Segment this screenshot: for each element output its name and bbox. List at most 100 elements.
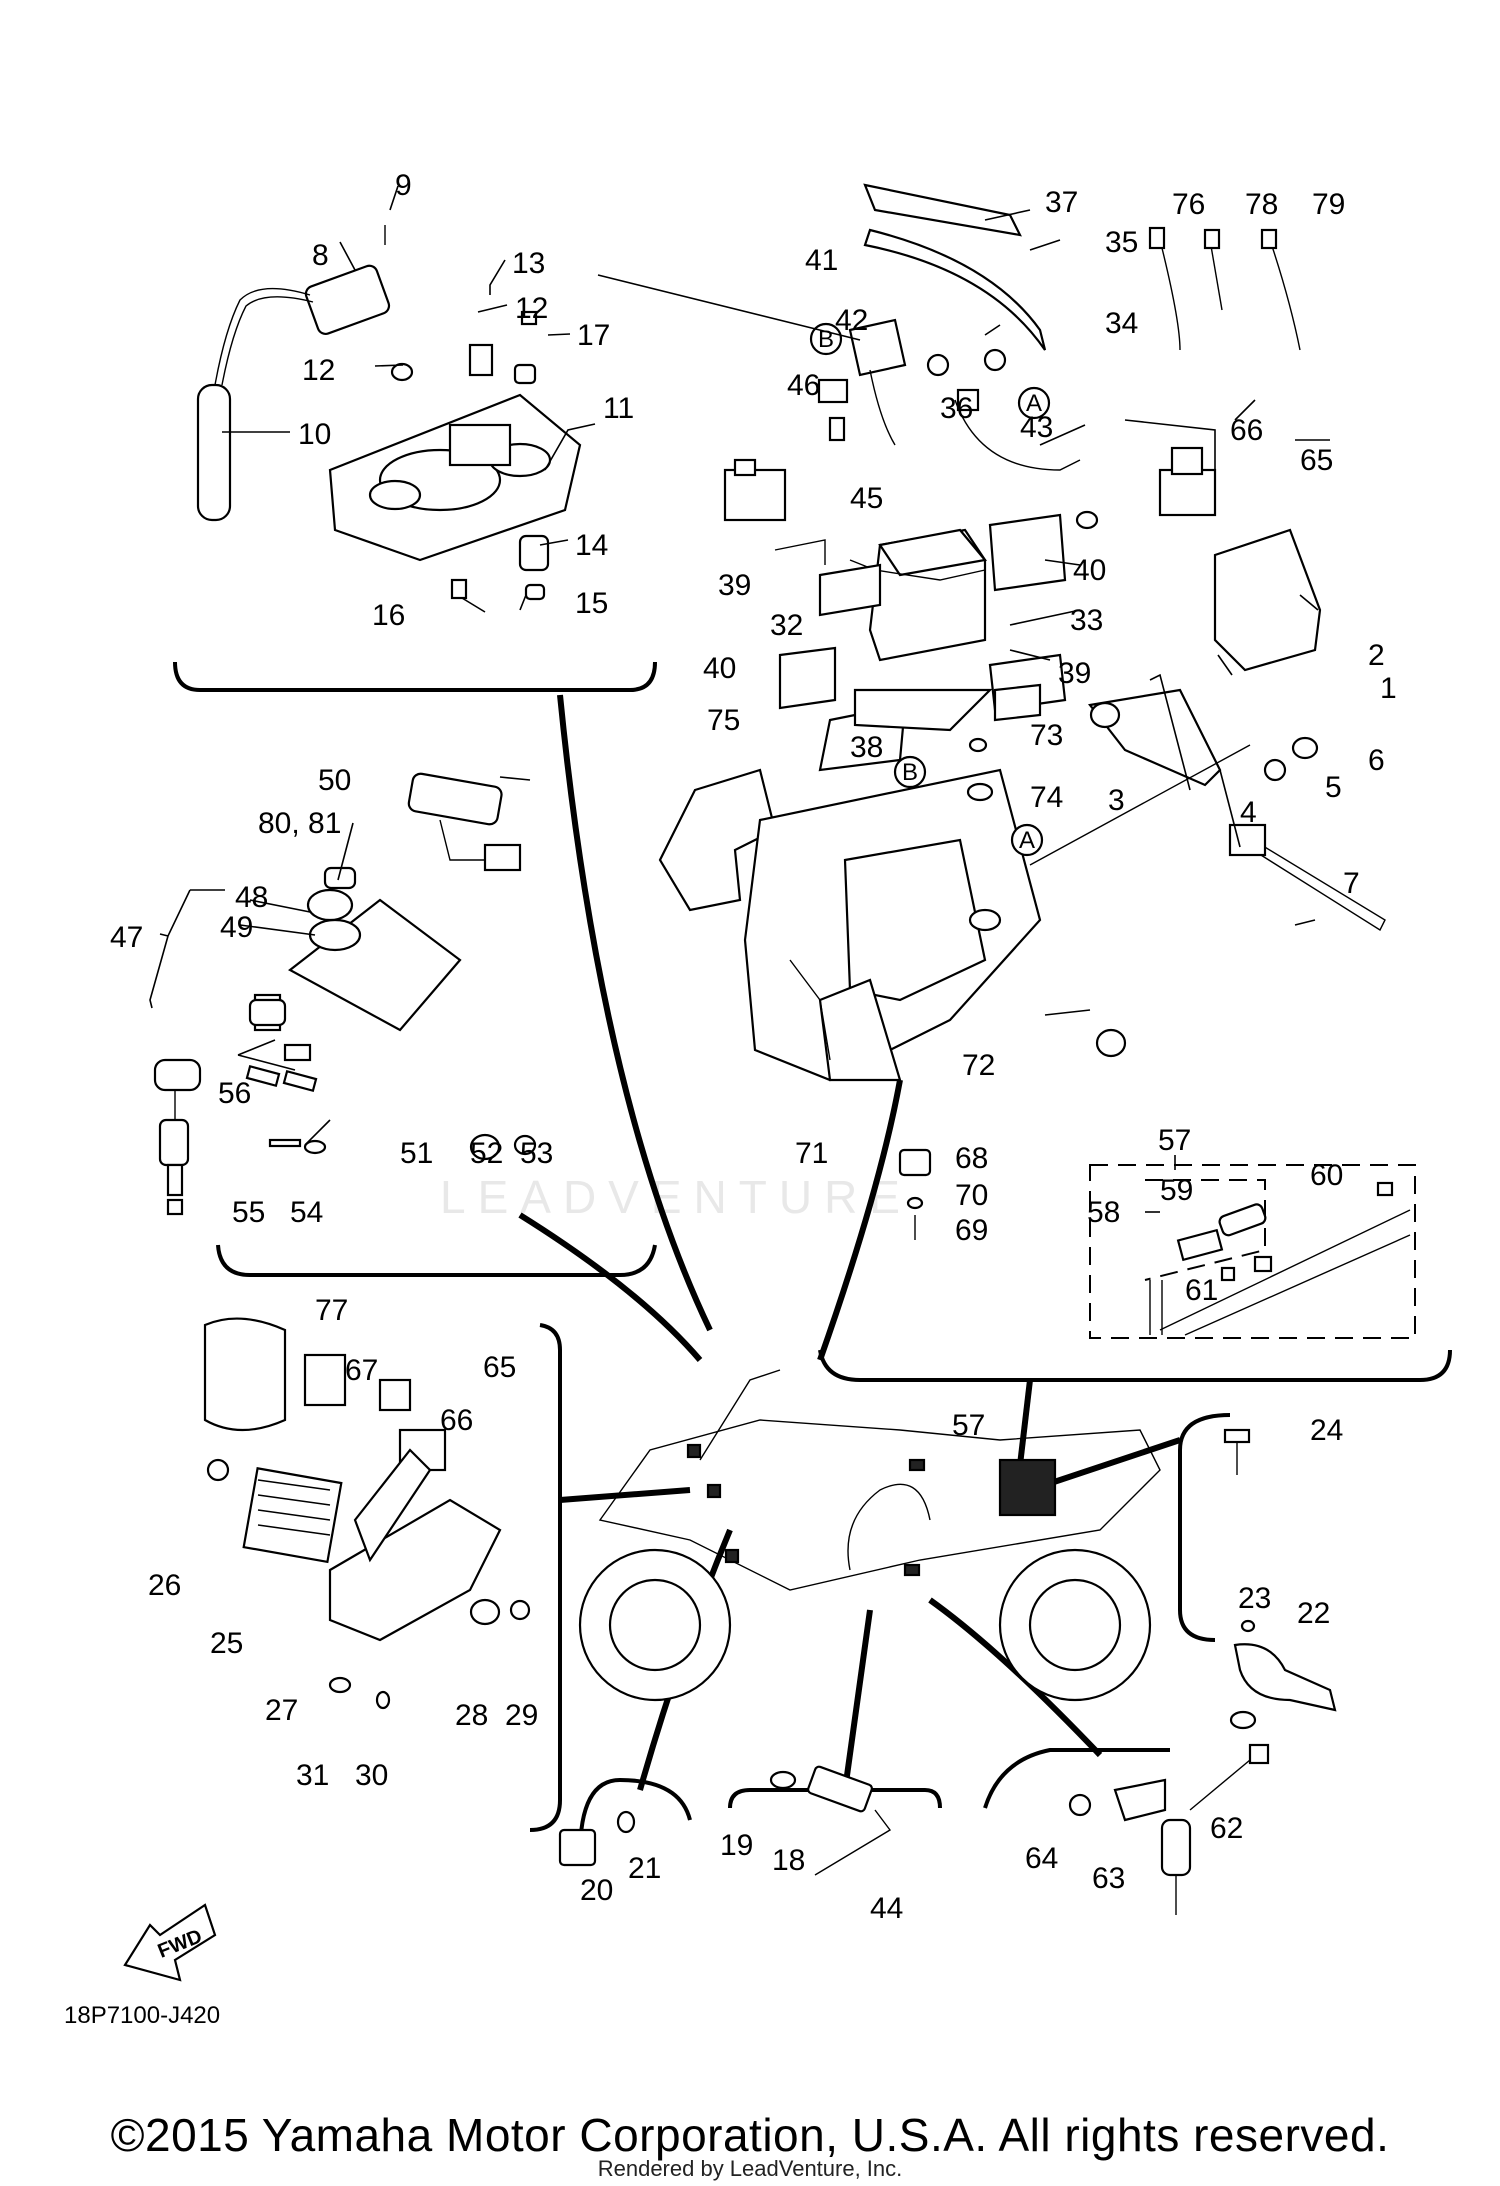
- callout-31: 31: [296, 1759, 329, 1792]
- connector-line: [817, 1079, 903, 1361]
- callout-5: 5: [1325, 771, 1342, 804]
- callout-59: 59: [1160, 1174, 1193, 1207]
- callout-57b: 57: [952, 1409, 985, 1442]
- callout-36: 36: [940, 392, 973, 425]
- callout-77: 77: [315, 1294, 348, 1327]
- callout-65a: 65: [1300, 444, 1333, 477]
- svg-text:A: A: [1026, 390, 1042, 417]
- frame-battery: [818, 1349, 1452, 1382]
- callout-6: 6: [1368, 744, 1385, 777]
- callout-22: 22: [1297, 1597, 1330, 1630]
- callout-62: 62: [1210, 1812, 1243, 1845]
- callout-38: 38: [850, 731, 883, 764]
- callout-12b: 12: [515, 292, 548, 325]
- callout-2: 2: [1368, 639, 1385, 672]
- callout-39b: 39: [1058, 657, 1091, 690]
- callout-32: 32: [770, 609, 803, 642]
- callout-20: 20: [580, 1874, 613, 1907]
- callout-21: 21: [628, 1852, 661, 1885]
- callout-68: 68: [955, 1142, 988, 1175]
- callout-56: 56: [218, 1077, 251, 1110]
- callouts: 1 2 3 4 5 6 7 8 9 10 11 12 12 13 14 15 1…: [110, 169, 1397, 1925]
- callout-35: 35: [1105, 226, 1138, 259]
- battery-box-group: [658, 539, 1127, 1240]
- callout-47: 47: [110, 921, 143, 954]
- callout-48: 48: [235, 881, 268, 914]
- callout-43: 43: [1020, 411, 1053, 444]
- callout-73: 73: [1030, 719, 1063, 752]
- callout-45: 45: [850, 482, 883, 515]
- callout-9: 9: [395, 169, 412, 202]
- ecu-group: [1029, 226, 1386, 932]
- callout-75: 75: [707, 704, 740, 737]
- ref-marker-b-box: B: [893, 755, 927, 789]
- callout-71: 71: [795, 1137, 828, 1170]
- connector-line: [557, 694, 713, 1332]
- callout-28: 28: [455, 1699, 488, 1732]
- callout-10: 10: [298, 418, 331, 451]
- callout-33: 33: [1070, 604, 1103, 637]
- ignition-coil-group: [196, 225, 582, 601]
- sensor-parts: [558, 1428, 1337, 1915]
- connector-line: [928, 1597, 1103, 1758]
- callout-66b: 66: [440, 1404, 473, 1437]
- connector-line: [842, 1609, 873, 1791]
- copyright-notice: ©2015 Yamaha Motor Corporation, U.S.A. A…: [110, 2109, 1390, 2161]
- main-switch-group: [153, 772, 537, 1216]
- callout-40a: 40: [1073, 554, 1106, 587]
- atv-illustration: [578, 1369, 1161, 1702]
- connector-line: [518, 1212, 703, 1362]
- rendered-by: Rendered by LeadVenture, Inc.: [597, 2156, 903, 2181]
- callout-72: 72: [962, 1049, 995, 1082]
- frame-ignition-coil: [173, 661, 657, 692]
- callout-58: 58: [1087, 1196, 1120, 1229]
- callout-60: 60: [1310, 1159, 1343, 1192]
- callout-69: 69: [955, 1214, 988, 1247]
- callout-41: 41: [805, 244, 838, 277]
- callout-3: 3: [1108, 784, 1125, 817]
- callout-14: 14: [575, 529, 608, 562]
- ref-marker-a-box: A: [1010, 823, 1044, 857]
- callout-19: 19: [720, 1829, 753, 1862]
- callout-74: 74: [1030, 781, 1063, 814]
- callout-13: 13: [512, 247, 545, 280]
- callout-51: 51: [400, 1137, 433, 1170]
- leader-lines: [149, 185, 1330, 1213]
- callout-70: 70: [955, 1179, 988, 1212]
- frame-bottom-left: [578, 1777, 692, 1856]
- callout-27: 27: [265, 1694, 298, 1727]
- fwd-arrow: FWD: [123, 1903, 217, 1982]
- frame-main-switch: [216, 1244, 657, 1277]
- callout-42: 42: [835, 304, 868, 337]
- wire-harness-group: [1089, 1164, 1416, 1339]
- callout-18: 18: [772, 1844, 805, 1877]
- callout-78: 78: [1245, 188, 1278, 221]
- callout-26: 26: [148, 1569, 181, 1602]
- callout-53: 53: [520, 1137, 553, 1170]
- frame-rectifier: [529, 1323, 562, 1832]
- callout-64: 64: [1025, 1842, 1058, 1875]
- connector-line: [1017, 1379, 1033, 1466]
- callout-16: 16: [372, 599, 405, 632]
- callout-11: 11: [603, 392, 634, 425]
- callout-54: 54: [290, 1196, 323, 1229]
- ref-marker-a-top: A: [1017, 386, 1051, 420]
- callout-52: 52: [470, 1137, 503, 1170]
- callout-37: 37: [1045, 186, 1078, 219]
- frame-bottom-right: [983, 1748, 1170, 1809]
- callout-30: 30: [355, 1759, 388, 1792]
- callout-12a: 12: [302, 354, 335, 387]
- callout-24: 24: [1310, 1414, 1343, 1447]
- callout-8: 8: [312, 239, 329, 272]
- callout-7: 7: [1343, 867, 1360, 900]
- battery-group: [723, 183, 1099, 772]
- callout-44: 44: [870, 1892, 903, 1925]
- callout-25: 25: [210, 1627, 243, 1660]
- frame-sensor-right: [1178, 1413, 1231, 1642]
- callout-66a: 66: [1230, 414, 1263, 447]
- callout-57a: 57: [1158, 1124, 1191, 1157]
- callout-63: 63: [1092, 1862, 1125, 1895]
- callout-55: 55: [232, 1196, 265, 1229]
- callout-79: 79: [1312, 188, 1345, 221]
